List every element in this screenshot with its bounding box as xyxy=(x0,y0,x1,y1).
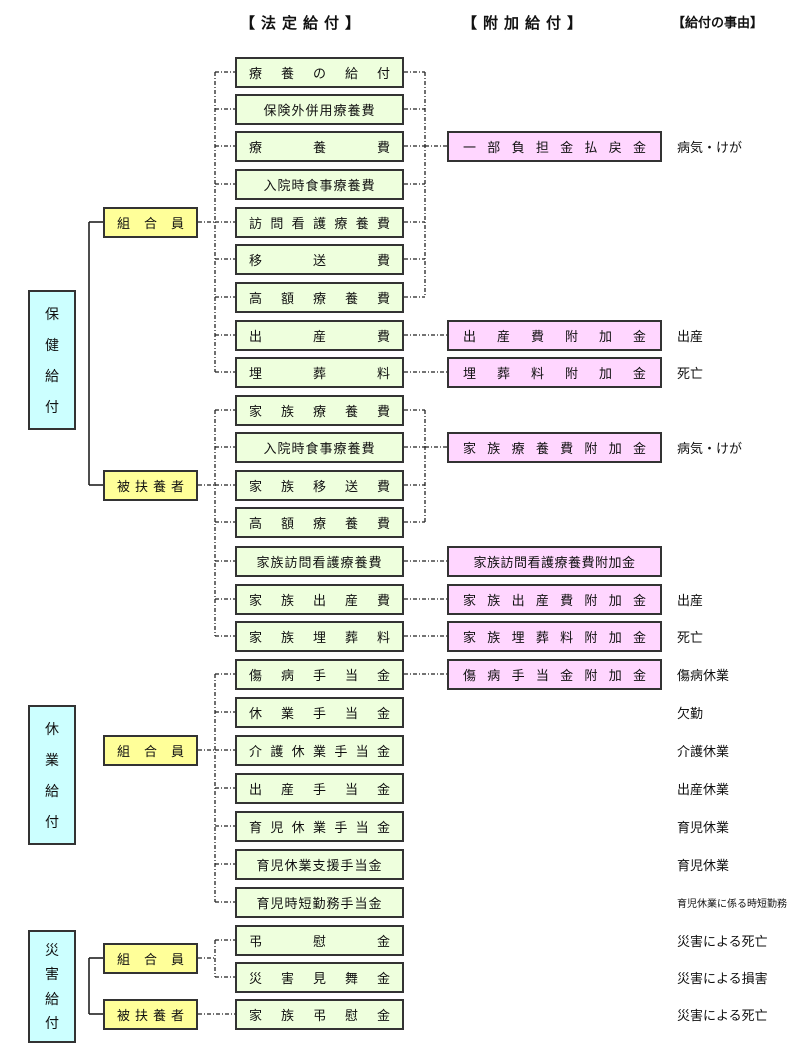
benefit-reason: 育児休業 xyxy=(677,859,730,874)
statutory-benefit-box: 育児休業手当金 xyxy=(235,811,404,842)
benefit-reason: 病気・けが xyxy=(677,141,743,156)
statutory-benefit-box: 傷病手当金 xyxy=(235,659,404,690)
statutory-benefit-box: 訪問看護療養費 xyxy=(235,207,404,238)
benefit-reason: 死亡 xyxy=(677,367,704,382)
additional-benefit-box: 家族埋葬料附加金 xyxy=(447,621,662,652)
statutory-benefit-box: 入院時食事療養費 xyxy=(235,169,404,200)
statutory-benefit-box: 育児休業支援手当金 xyxy=(235,849,404,880)
additional-benefit-box: 家族訪問看護療養費附加金 xyxy=(447,546,662,577)
statutory-benefit-box: 家族訪問看護療養費 xyxy=(235,546,404,577)
statutory-benefit-box: 家族埋葬料 xyxy=(235,621,404,652)
benefit-reason: 出産休業 xyxy=(677,783,730,798)
additional-benefit-box: 家族療養費附加金 xyxy=(447,432,662,463)
benefit-category-box: 休業給付 xyxy=(28,705,76,845)
statutory-benefit-box: 家族弔慰金 xyxy=(235,999,404,1030)
benefit-reason: 死亡 xyxy=(677,631,704,646)
additional-benefit-box: 出産費附加金 xyxy=(447,320,662,351)
benefit-reason: 介護休業 xyxy=(677,745,730,760)
benefit-reason: 病気・けが xyxy=(677,442,743,457)
header-statutory: 【法定給付】 xyxy=(240,14,367,32)
benefit-reason: 傷病休業 xyxy=(677,669,730,684)
header-additional: 【附加給付】 xyxy=(462,14,589,32)
benefit-reason: 欠勤 xyxy=(677,707,704,722)
benefit-reason: 出産 xyxy=(677,330,704,345)
header-reason: 【給付の事由】 xyxy=(672,16,764,31)
member-type-box: 組合員 xyxy=(103,735,198,766)
statutory-benefit-box: 移送費 xyxy=(235,244,404,275)
additional-benefit-box: 傷病手当金附加金 xyxy=(447,659,662,690)
statutory-benefit-box: 弔慰金 xyxy=(235,925,404,956)
benefit-category-box: 災害給付 xyxy=(28,930,76,1043)
statutory-benefit-box: 療養の給付 xyxy=(235,57,404,88)
benefit-reason: 育児休業に係る時短勤務 xyxy=(677,899,787,910)
statutory-benefit-box: 災害見舞金 xyxy=(235,962,404,993)
benefit-reason: 災害による死亡 xyxy=(677,935,768,950)
statutory-benefit-box: 入院時食事療養費 xyxy=(235,432,404,463)
additional-benefit-box: 埋葬料附加金 xyxy=(447,357,662,388)
benefit-reason: 育児休業 xyxy=(677,821,730,836)
benefit-reason: 災害による死亡 xyxy=(677,1009,768,1024)
statutory-benefit-box: 高額療養費 xyxy=(235,507,404,538)
member-type-box: 組合員 xyxy=(103,207,198,238)
statutory-benefit-box: 育児時短勤務手当金 xyxy=(235,887,404,918)
additional-benefit-box: 一部負担金払戻金 xyxy=(447,131,662,162)
member-type-box: 被扶養者 xyxy=(103,470,198,501)
additional-benefit-box: 家族出産費附加金 xyxy=(447,584,662,615)
member-type-box: 組合員 xyxy=(103,943,198,974)
statutory-benefit-box: 休業手当金 xyxy=(235,697,404,728)
statutory-benefit-box: 家族出産費 xyxy=(235,584,404,615)
benefit-reason: 出産 xyxy=(677,594,704,609)
statutory-benefit-box: 出産費 xyxy=(235,320,404,351)
benefit-reason: 災害による損害 xyxy=(677,972,768,987)
statutory-benefit-box: 介護休業手当金 xyxy=(235,735,404,766)
member-type-box: 被扶養者 xyxy=(103,999,198,1030)
statutory-benefit-box: 療養費 xyxy=(235,131,404,162)
statutory-benefit-box: 家族療養費 xyxy=(235,395,404,426)
statutory-benefit-box: 保険外併用療養費 xyxy=(235,94,404,125)
statutory-benefit-box: 高額療養費 xyxy=(235,282,404,313)
statutory-benefit-box: 出産手当金 xyxy=(235,773,404,804)
statutory-benefit-box: 埋葬料 xyxy=(235,357,404,388)
statutory-benefit-box: 家族移送費 xyxy=(235,470,404,501)
benefit-category-box: 保健給付 xyxy=(28,290,76,430)
